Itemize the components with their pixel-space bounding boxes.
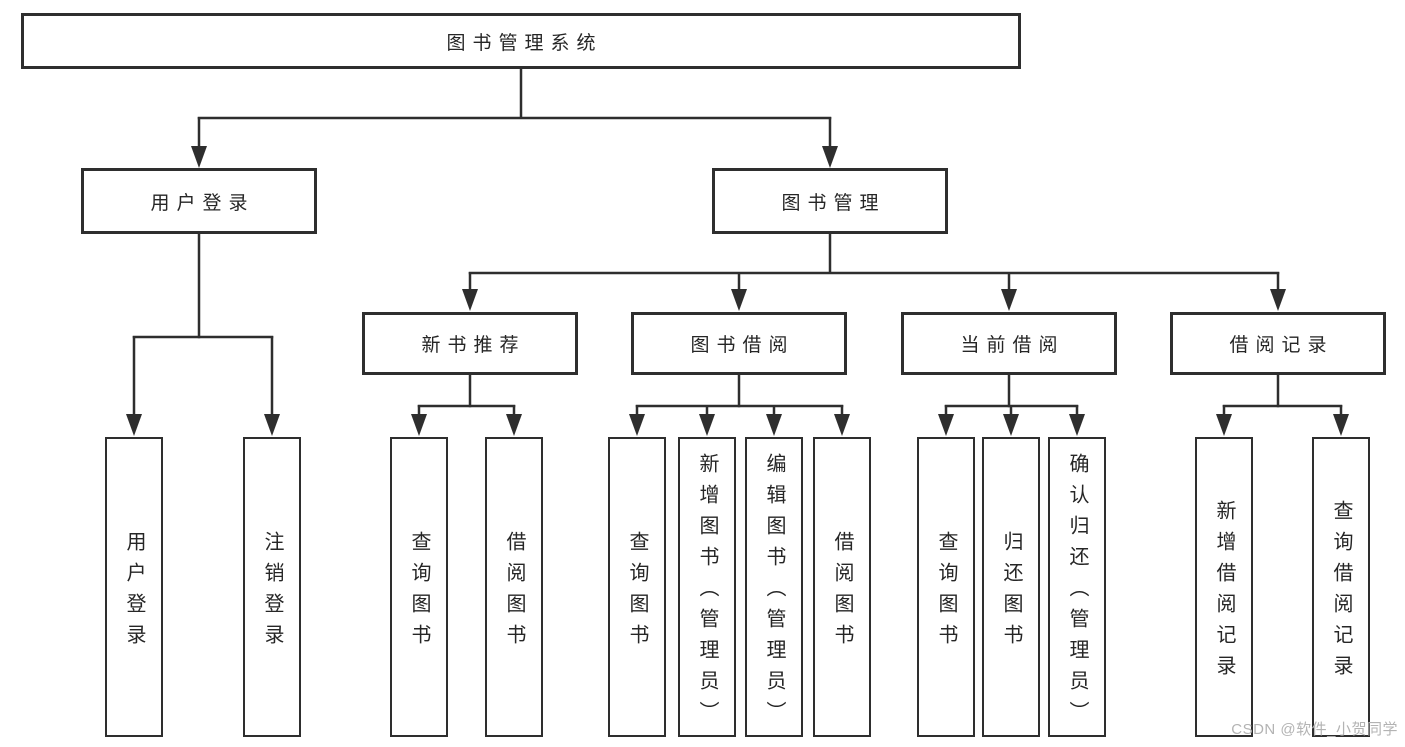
node-label: 用户登录 [150,192,255,214]
leaf-label: 借阅图书 [831,530,853,655]
leaf-query-books-recommend: 查询图书 [390,437,448,737]
node-label: 图书借阅 [690,335,795,356]
leaf-label: 注销登录 [261,530,283,655]
node-label: 图书管理 [781,192,886,214]
leaf-return-books: 归还图书 [982,437,1040,737]
leaf-label: 借阅图书 [503,530,525,655]
leaf-logout: 注销登录 [243,437,301,737]
leaf-borrow-books: 借阅图书 [813,437,871,737]
node-book-management: 图书管理 [712,168,948,234]
leaf-borrow-books-recommend: 借阅图书 [485,437,543,737]
node-book-borrowing: 图书借阅 [631,312,847,375]
leaf-label: 确认归还（管理员） [1066,453,1088,732]
leaf-label: 查询图书 [408,530,430,655]
leaf-label: 查询借阅记录 [1330,499,1352,686]
leaf-add-books-admin: 新增图书（管理员） [678,437,736,737]
node-library-management-system: 图书管理系统 [21,13,1021,69]
leaf-label: 新增图书（管理员） [696,453,718,732]
leaf-label: 编辑图书（管理员） [763,453,785,732]
leaf-query-books-current: 查询图书 [917,437,975,737]
node-current-borrowing: 当前借阅 [901,312,1117,375]
leaf-query-books-borrowing: 查询图书 [608,437,666,737]
node-borrowing-records: 借阅记录 [1170,312,1386,375]
leaf-label: 查询图书 [626,530,648,655]
leaf-query-borrow-record: 查询借阅记录 [1312,437,1370,737]
leaf-label: 用户登录 [123,530,145,655]
leaf-user-login: 用户登录 [105,437,163,737]
node-user-login: 用户登录 [81,168,317,234]
leaf-add-borrow-record: 新增借阅记录 [1195,437,1253,737]
arrowheads [126,146,1349,436]
leaf-confirm-return-admin: 确认归还（管理员） [1048,437,1106,737]
node-label: 借阅记录 [1229,335,1334,356]
leaf-label: 新增借阅记录 [1213,499,1235,686]
node-label: 图书管理系统 [446,32,603,54]
leaf-edit-books-admin: 编辑图书（管理员） [745,437,803,737]
csdn-watermark: CSDN @软件_小贺同学 [1231,721,1398,738]
node-new-book-recommend: 新书推荐 [362,312,578,375]
node-label: 当前借阅 [960,335,1065,356]
leaf-label: 查询图书 [935,530,957,655]
node-label: 新书推荐 [421,335,526,356]
leaf-label: 归还图书 [1000,530,1022,655]
